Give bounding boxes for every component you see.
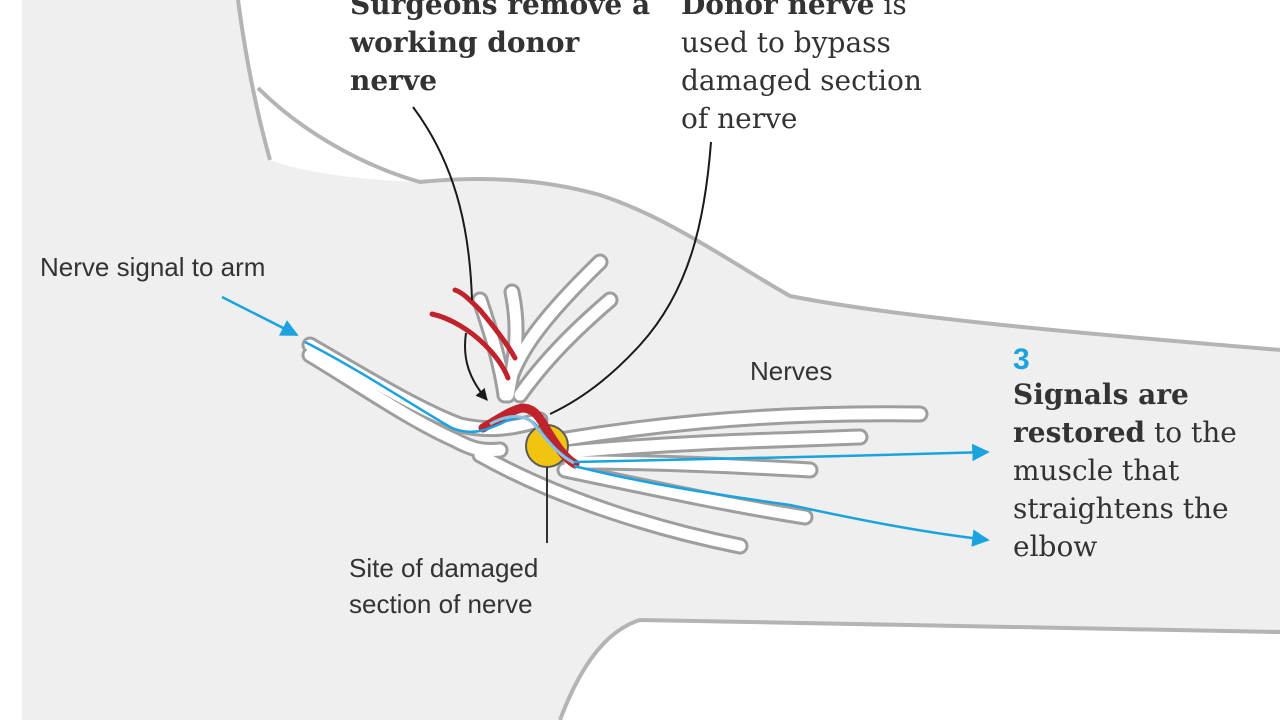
step3-line5: elbow	[1013, 530, 1098, 563]
armpit-outline	[256, 86, 1280, 352]
step1-line3: nerve	[350, 64, 438, 97]
step3-rest-b: to the	[1145, 416, 1237, 449]
step1-line1: Surgeons remove a	[350, 0, 651, 21]
signal-arrow-in	[221, 295, 299, 337]
step2-rest-a: is	[874, 0, 907, 21]
step2-bold: Donor nerve	[681, 0, 875, 21]
nerves-label: Nerves	[750, 356, 833, 386]
leader-line-step2	[549, 141, 712, 415]
step1-line2: working donor	[350, 26, 580, 59]
step2-line4: of nerve	[681, 102, 798, 135]
signal-arrow-out-lower	[573, 464, 990, 547]
step2-line1: Donor nerve is	[681, 0, 922, 24]
site-line2: section of nerve	[349, 589, 533, 619]
step2-line2: used to bypass	[681, 26, 891, 59]
site-line1: Site of damaged	[349, 553, 539, 583]
step1-label: Surgeons remove a working donor nerve	[350, 0, 650, 100]
signal-path-in-highlight	[489, 415, 575, 465]
signal-arrow-out-upper	[573, 443, 990, 464]
nerve-signal-label: Nerve signal to arm	[40, 252, 266, 282]
step2-label: Donor nerve is used to bypass damaged se…	[681, 0, 922, 138]
leader-line-step1	[412, 106, 473, 301]
donor-nerve	[429, 287, 580, 469]
step3-line1: Signals are	[1013, 378, 1189, 411]
step3-line2: restored to the	[1013, 414, 1237, 452]
step3-label: Signals are restored to the muscle that …	[1013, 376, 1237, 566]
step2-line3: damaged section	[681, 64, 922, 97]
step3-number: 3	[1013, 343, 1030, 376]
shoulder-outline	[236, 0, 272, 161]
step3-line3: muscle that	[1013, 454, 1180, 487]
leader-line-step1-arrow	[464, 332, 488, 401]
step3-bold-b: restored	[1013, 416, 1146, 449]
damage-site-label: Site of damaged section of nerve	[349, 550, 538, 622]
forearm-lower-outline	[558, 617, 1280, 720]
arm-silhouette	[22, 0, 1280, 720]
step3-line4: straightens the	[1013, 492, 1229, 525]
